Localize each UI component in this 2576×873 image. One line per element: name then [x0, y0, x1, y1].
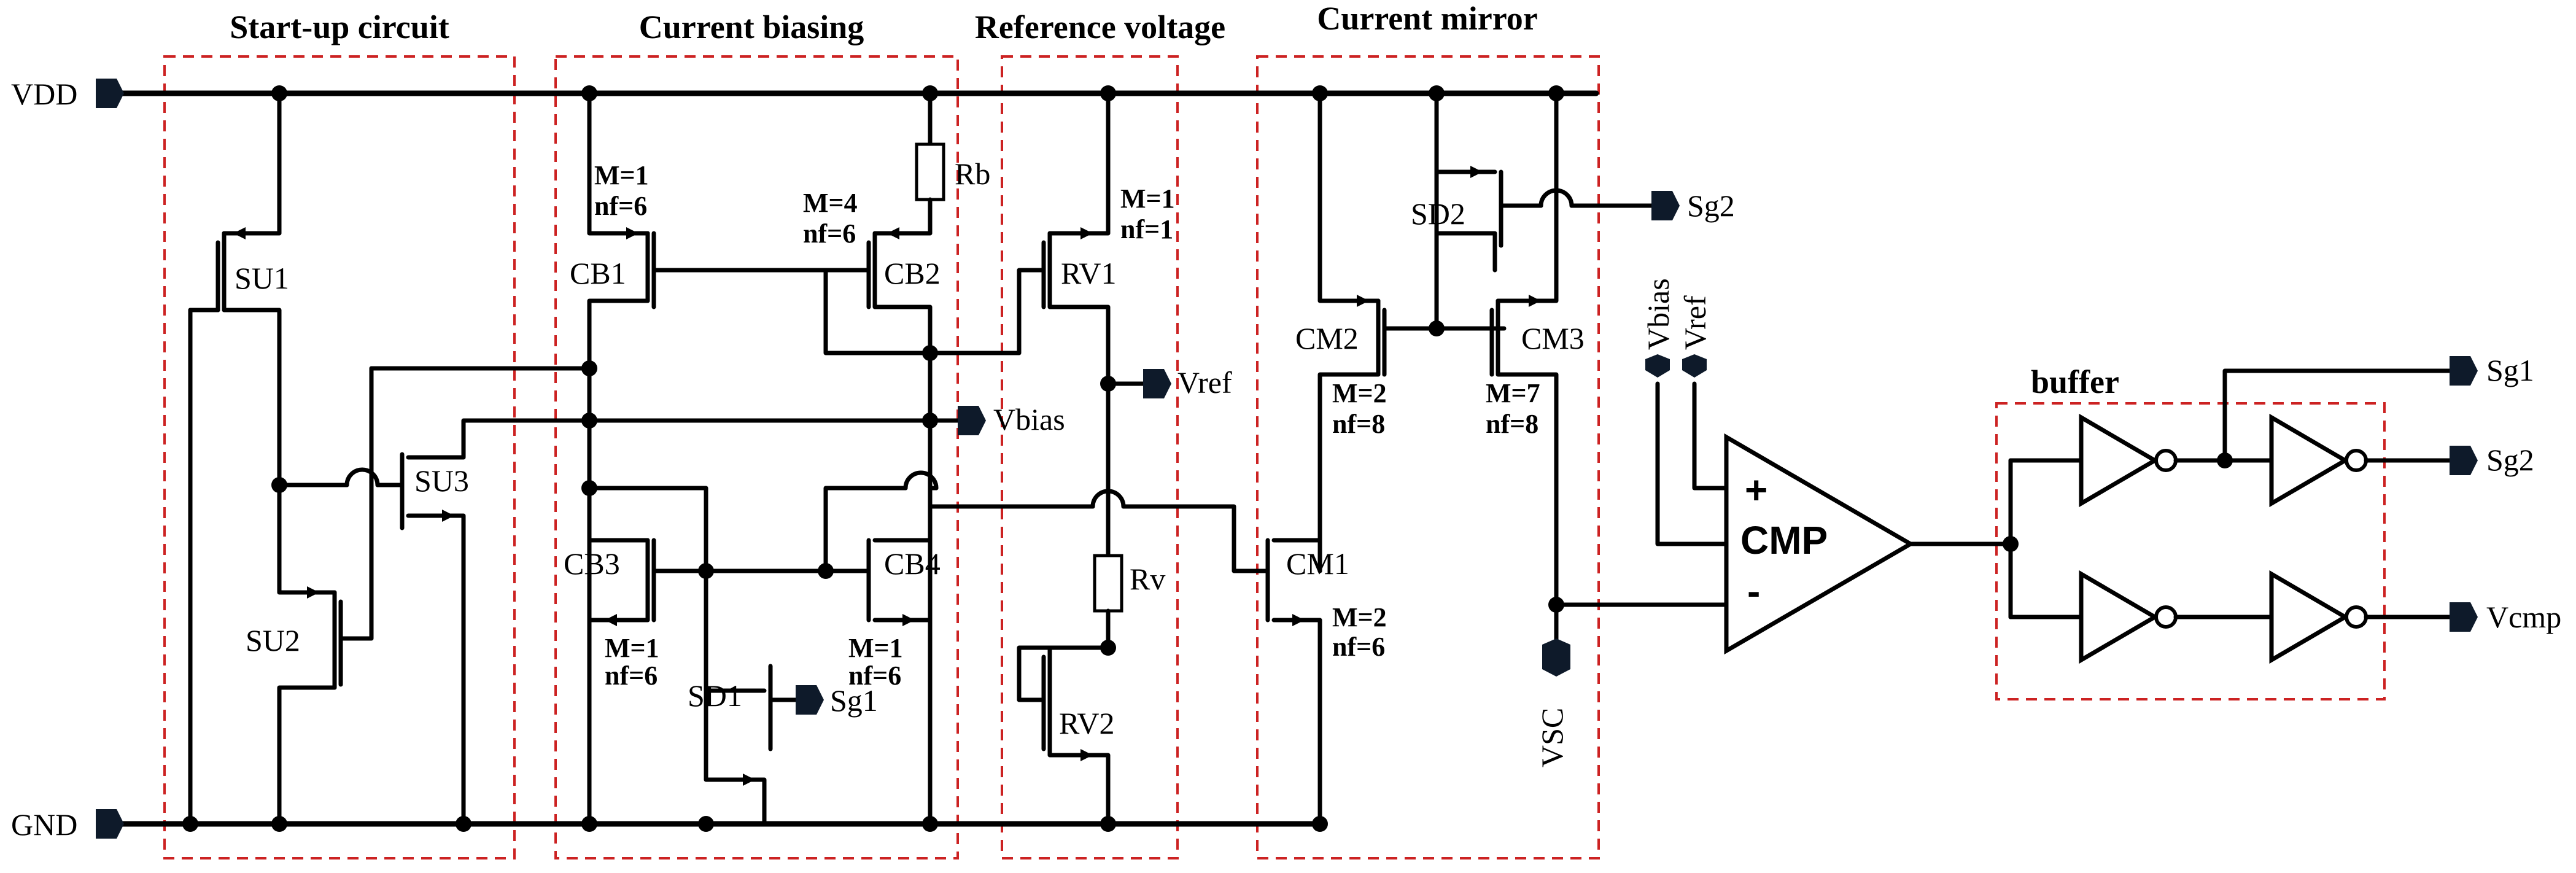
sg1-out-pin[interactable] [2450, 356, 2478, 386]
startup-title: Start-up circuit [230, 9, 449, 45]
cm1-nf: nf=6 [1332, 632, 1385, 662]
vdd-pin[interactable] [96, 79, 124, 108]
cm3-label: CM3 [1521, 321, 1585, 355]
startup-block-box [163, 55, 516, 859]
buffer-title: buffer [2031, 363, 2119, 400]
comparator-plus: + [1745, 468, 1767, 512]
rb-label: Rb [955, 157, 990, 191]
reference-circuit: RV1 M=1 nf=1 Rv RV2 [928, 85, 1267, 832]
su3-label: SU3 [414, 464, 469, 498]
biasing-block-box [554, 55, 959, 859]
mirror-block-box [1256, 55, 1600, 859]
buffer-inverter-2 [2269, 413, 2349, 508]
cb2-label: CB2 [884, 256, 941, 290]
sd2-sg2-pin[interactable] [1651, 191, 1680, 220]
mirror-circuit: CM2 M=2 nf=8 CM3 M=7 nf=8 SD2 CM1 M [1262, 85, 1660, 832]
cmp-vref-pin[interactable] [1682, 354, 1707, 378]
sd2-label: SD2 [1411, 196, 1465, 231]
buffer-inverter-3 [2079, 570, 2159, 664]
cb4-label: CB4 [884, 546, 941, 581]
rv1-label: RV1 [1061, 256, 1116, 290]
comparator-minus: - [1747, 569, 1760, 613]
reference-title: Reference voltage [975, 9, 1225, 45]
buffer-circuit [2003, 368, 2452, 664]
sd1-label: SD1 [688, 678, 742, 713]
rv1-m: M=1 [1120, 184, 1175, 214]
cb1-m: M=1 [594, 160, 649, 190]
cm3-m: M=7 [1486, 378, 1540, 408]
cb4-nf: nf=6 [848, 661, 901, 691]
reference-block-box [1001, 55, 1179, 859]
cb2-m: M=4 [803, 188, 858, 218]
su2-label: SU2 [246, 623, 300, 658]
rv2-label: RV2 [1059, 706, 1114, 740]
cb3-m: M=1 [605, 633, 659, 663]
biasing-circuit: CB1 M=1 nf=6 Rb CB2 M=4 nf=6 CB3 M=1 nf=… [564, 85, 990, 832]
vsc-pin-label: VSC [1535, 708, 1569, 767]
cb4-m: M=1 [848, 633, 903, 663]
cm3-nf: nf=8 [1486, 409, 1538, 439]
cm1-m: M=2 [1332, 602, 1387, 632]
vcmp-out-pin[interactable] [2450, 602, 2478, 632]
vsc-pin[interactable] [1542, 638, 1570, 677]
cmp-vref-label: Vref [1678, 295, 1712, 350]
rv1-nf: nf=1 [1120, 214, 1173, 244]
sd1-sg1-pin-label: Sg1 [830, 683, 878, 718]
vbias-pin[interactable] [958, 406, 986, 435]
gnd-pin-label: GND [11, 807, 77, 842]
cm2-label: CM2 [1295, 321, 1359, 355]
vdd-pin-label: VDD [11, 77, 77, 111]
buffer-block-box [1995, 402, 2386, 700]
cm1-label: CM1 [1286, 546, 1349, 581]
cb2-nf: nf=6 [803, 219, 856, 249]
rv-resistor [1093, 554, 1123, 613]
cb3-label: CB3 [564, 546, 620, 581]
comparator: CMP + - [1554, 381, 2013, 655]
gnd-pin[interactable] [96, 809, 124, 839]
sg2-out-label: Sg2 [2486, 443, 2534, 477]
startup-circuit: SU1 SU2 SU3 [182, 85, 592, 832]
cm2-nf: nf=8 [1332, 409, 1385, 439]
mirror-title: Current mirror [1317, 0, 1537, 37]
rb-resistor [915, 142, 945, 201]
vref-pin[interactable] [1143, 369, 1171, 398]
cb1-nf: nf=6 [594, 191, 647, 221]
vbias-pin-label: Vbias [993, 402, 1065, 437]
sg2-out-pin[interactable] [2450, 446, 2478, 475]
buffer-inverter-4 [2269, 570, 2349, 664]
cm2-m: M=2 [1332, 378, 1387, 408]
cmp-vbias-pin[interactable] [1645, 354, 1670, 378]
vref-pin-label: Vref [1177, 365, 1232, 400]
cmp-vbias-label: Vbias [1641, 278, 1675, 350]
sg1-out-label: Sg1 [2486, 353, 2534, 387]
rv-label: Rv [1130, 562, 1165, 596]
buffer-inverter-1 [2079, 413, 2159, 508]
cb3-nf: nf=6 [605, 661, 658, 691]
sd1-sg1-pin[interactable] [796, 685, 824, 715]
comparator-label: CMP [1740, 518, 1828, 562]
su1-label: SU1 [235, 261, 289, 295]
sd2-sg2-pin-label: Sg2 [1687, 188, 1735, 223]
biasing-title: Current biasing [639, 9, 864, 45]
cb1-label: CB1 [570, 256, 626, 290]
vcmp-out-label: Vcmp [2486, 600, 2561, 634]
